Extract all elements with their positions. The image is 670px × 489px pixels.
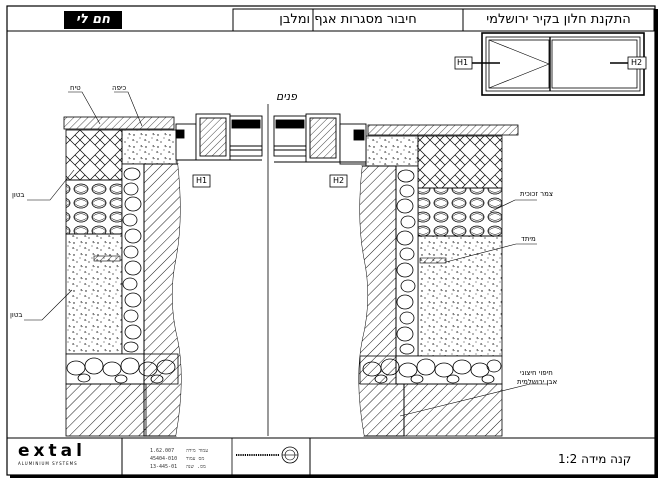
drawing-title: התקנת חלון בקיר ירושלמי [486, 12, 631, 27]
titleblock-row3-label: מס. שנה [186, 464, 206, 470]
product-badge: חם לי [75, 12, 111, 27]
h1-section-tag: H1 [196, 176, 208, 185]
titleblock-row1-value: 1.62.007 [150, 448, 175, 454]
window-elevation-symbol [454, 32, 647, 96]
h2-section-tag: H2 [333, 176, 345, 185]
insulation-label: צמר זכוכית [520, 190, 553, 198]
dimension-symbol [236, 446, 299, 464]
stone-cladding-label-1: חיפוי חיצוני [520, 369, 553, 377]
right-wall-section [273, 113, 519, 437]
titleblock-row3-value: 13-445-01 [150, 464, 178, 470]
leader-lines [24, 91, 548, 417]
concrete-lower-label: בטון [10, 311, 23, 319]
concrete-label: בטון [12, 191, 25, 199]
left-wall-section [63, 113, 263, 437]
stone-cladding-label-2: אבן ירושלמית [517, 378, 558, 386]
sill-label: כיפה [112, 84, 127, 92]
interior-label: פנים [276, 90, 298, 103]
brand-logo: extal [18, 441, 86, 461]
titleblock-row2-label: מס עמוד [186, 456, 205, 462]
titleblock-row1-label: עמוד מידה [186, 448, 209, 454]
plaster-label: טיח [70, 84, 81, 92]
drawing-subtitle: חיבור מסגרות אגף ומלבן [279, 12, 417, 27]
h2-elevation-tag: H2 [631, 58, 643, 67]
brand-tagline: ALUMINIUM SYSTEMS [18, 461, 78, 466]
sealant-label: מיתד [521, 235, 536, 243]
h1-elevation-tag: H1 [457, 58, 469, 67]
scale-label: קנה מידה 1:2 [558, 452, 632, 466]
titleblock-row2-value: 45404-010 [150, 456, 178, 462]
